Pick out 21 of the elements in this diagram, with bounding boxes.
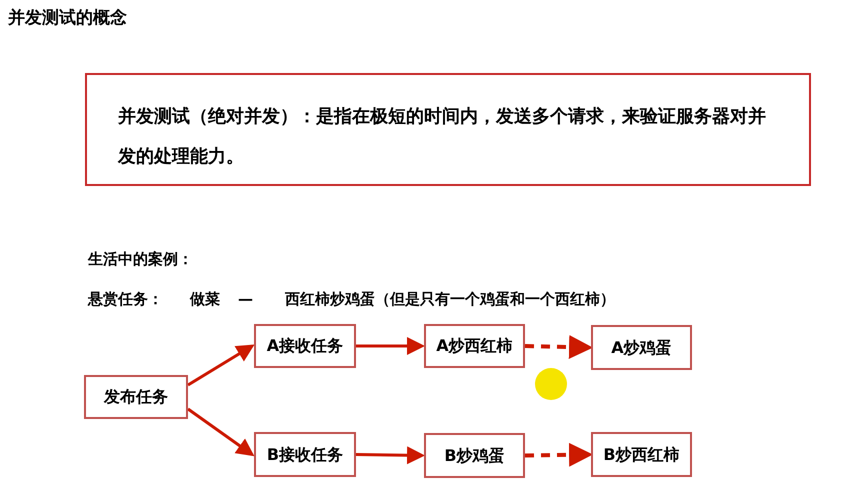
title: 并发测试的概念 bbox=[8, 7, 127, 30]
arrow bbox=[356, 337, 425, 355]
process-box: B接收任务 bbox=[254, 432, 356, 477]
dashed-arrow bbox=[524, 335, 593, 360]
arrow bbox=[187, 344, 255, 386]
definition-box bbox=[85, 73, 811, 186]
definition-text: 并发测试（绝对并发）：是指在极短的时间内，发送多个请求，来验证服务器对并发的处理能力。 bbox=[118, 105, 767, 169]
dashed-arrow bbox=[524, 442, 593, 467]
process-box: B炒西红柿 bbox=[591, 432, 692, 477]
process-box: 发布任务 bbox=[84, 375, 188, 419]
label-text: 生活中的案例： bbox=[88, 249, 193, 270]
process-box: A炒鸡蛋 bbox=[591, 325, 692, 370]
process-box: B炒鸡蛋 bbox=[424, 433, 525, 478]
arrow bbox=[187, 408, 254, 456]
label-text: — bbox=[238, 289, 253, 310]
arrow bbox=[356, 446, 425, 464]
label-text: 西红柿炒鸡蛋（但是只有一个鸡蛋和一个西红柿） bbox=[285, 289, 615, 310]
process-box: A炒西红柿 bbox=[424, 324, 525, 368]
process-box: A接收任务 bbox=[254, 324, 356, 368]
label-text: 悬赏任务： bbox=[88, 289, 163, 310]
label-text: 做菜 bbox=[190, 289, 220, 310]
